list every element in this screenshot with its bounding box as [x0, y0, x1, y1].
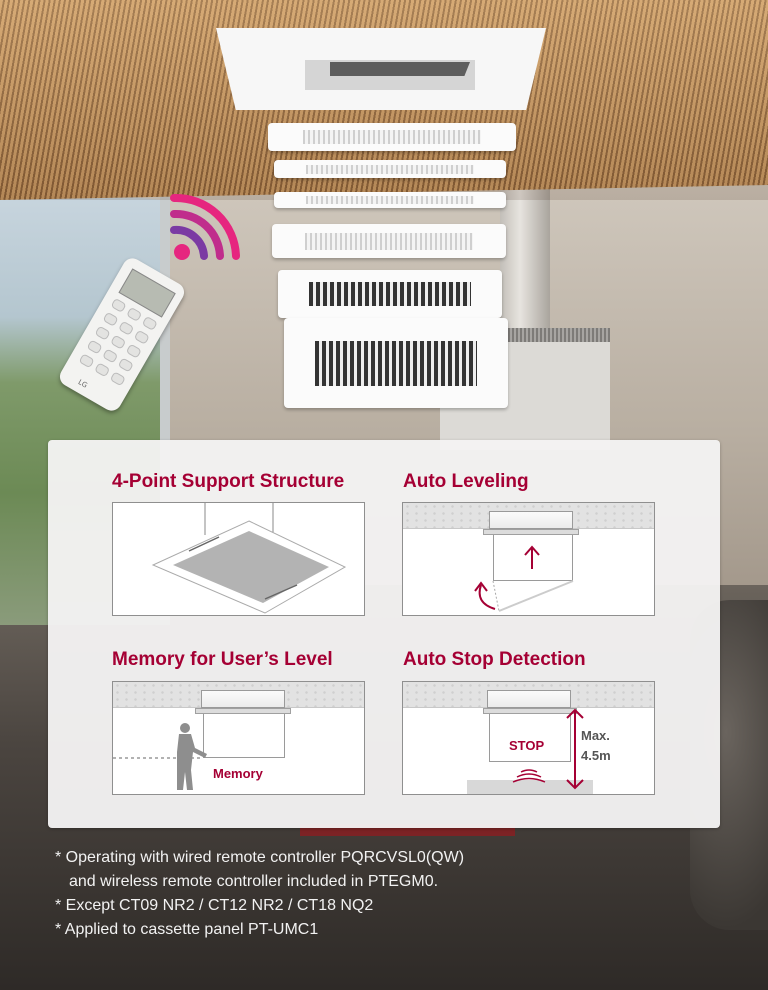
remote-button: [109, 371, 126, 387]
max-label-line1: Max.: [581, 728, 610, 743]
remote-button: [102, 311, 119, 327]
unit-panel: [203, 714, 285, 758]
remote-button: [133, 329, 150, 345]
sensor-waves-icon: [512, 769, 546, 783]
max-label-line2: 4.5m: [581, 748, 611, 763]
stop-marks: [512, 708, 584, 790]
footnote-3: * Applied to cassette panel PT-UMC1: [55, 921, 319, 938]
arrow-up-icon: [524, 545, 540, 569]
pillar: [500, 188, 550, 338]
footnote-2: * Except CT09 NR2 / CT12 NR2 / CT18 NQ2: [55, 897, 374, 914]
cassette-unit-dark-panel: [330, 62, 470, 76]
stop-label: STOP: [509, 738, 545, 753]
grill: [315, 340, 477, 386]
memory-label: Memory: [213, 766, 263, 781]
unit-body: [487, 690, 571, 708]
features-card: 4-Point Support Structure Auto Leveling: [48, 440, 720, 828]
remote-button: [118, 320, 135, 336]
diagram-memory-level: Memory: [112, 681, 365, 795]
unit-flange: [195, 708, 291, 714]
grill: [306, 196, 474, 204]
rotate-arrow-icon: [474, 581, 496, 610]
footnote-1-continued: and wireless remote controller included …: [69, 873, 439, 890]
diagram-auto-leveling: [402, 502, 655, 616]
person-icon: [177, 723, 207, 790]
suspended-panel-illustration: [151, 503, 347, 614]
remote-button: [78, 353, 95, 369]
remote-button: [94, 362, 111, 378]
footnote-1: * Operating with wired remote controller…: [55, 849, 465, 866]
remote-button: [141, 315, 158, 331]
feature-title-auto-leveling: Auto Leveling: [403, 471, 529, 492]
diagram-auto-stop: STOP Max. 4.5m: [402, 681, 655, 795]
feature-title-auto-stop: Auto Stop Detection: [403, 649, 586, 670]
grill: [304, 232, 474, 250]
unit-flange: [483, 529, 579, 535]
window-frame: [160, 190, 170, 620]
cassette-layer-1: [268, 123, 516, 151]
remote-button: [125, 343, 142, 359]
remote-button: [94, 325, 111, 341]
feature-title-memory: Memory for User’s Level: [112, 649, 333, 670]
remote-button: [117, 357, 134, 373]
lg-logo: LG: [76, 378, 89, 390]
unit-body: [489, 511, 573, 529]
remote-button: [126, 306, 143, 322]
grill: [309, 282, 471, 306]
remote-button: [102, 348, 119, 364]
leveling-marks: [474, 545, 574, 612]
grill: [302, 130, 482, 144]
obstacle: [467, 780, 593, 794]
cassette-layer-4: [272, 224, 506, 258]
unit-body: [201, 690, 285, 708]
cassette-layer-2: [274, 160, 506, 178]
max-height-label: Max. 4.5m: [581, 726, 611, 766]
footnotes: * Operating with wired remote controller…: [55, 846, 464, 942]
diagram-4-point-support: [112, 502, 365, 616]
unit-panel: [489, 714, 571, 762]
feature-title-support: 4-Point Support Structure: [112, 471, 345, 492]
cassette-layer-6: [284, 318, 508, 408]
wifi-signal-icon: [170, 193, 240, 260]
remote-button: [86, 339, 103, 355]
remote-button: [110, 297, 127, 313]
cassette-layer-3: [274, 192, 506, 208]
memory-marks: [113, 723, 207, 790]
double-arrow-icon: [566, 708, 584, 790]
grill: [306, 164, 474, 174]
cassette-layer-5: [278, 270, 502, 318]
remote-button: [110, 334, 127, 350]
